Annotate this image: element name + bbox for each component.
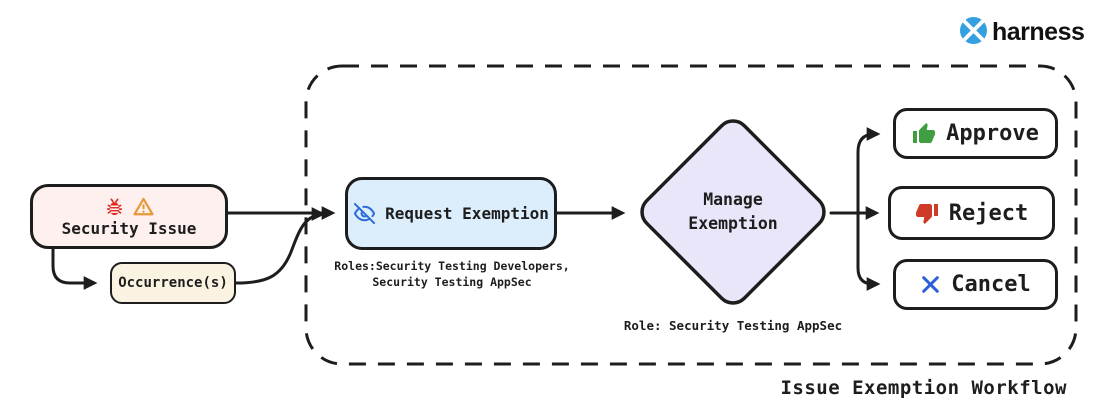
connector-security-to-occurrence [51,247,98,290]
node-cancel: Cancel [893,259,1058,310]
thumb-down-icon [915,201,939,225]
reject-label: Reject [948,200,1029,226]
connector-manage-to-approve [829,127,881,215]
request-exemption-label: Request Exemption [385,204,549,223]
cancel-label: Cancel [951,272,1031,297]
manage-exemption-role-note: Role: Security Testing AppSec [623,318,843,333]
connector-occurrence-to-request [234,208,326,285]
workflow-title: Issue Exemption Workflow [780,377,1067,399]
bug-icon [104,196,125,217]
node-approve: Approve [893,108,1058,159]
eye-off-icon [353,202,376,225]
occurrence-label: Occurrence(s) [118,275,228,291]
harness-logo-icon [958,15,989,50]
security-issue-label: Security Issue [61,218,197,238]
manage-exemption-diamond [640,119,826,305]
workflow-boundary [304,64,1078,366]
x-icon [920,274,941,295]
node-request-exemption: Request Exemption [345,177,557,250]
harness-wordmark: harness [992,18,1085,46]
node-reject: Reject [888,186,1055,240]
node-occurrence: Occurrence(s) [110,262,236,304]
harness-brand: harness [958,15,1085,50]
approve-label: Approve [946,121,1039,146]
warning-icon [133,196,154,217]
thumb-up-icon [912,122,936,146]
manage-exemption-label: Manage Exemption [688,190,778,233]
request-exemption-roles-note: Roles:Security Testing Developers, Secur… [334,259,570,290]
node-security-issue: Security Issue [30,184,228,249]
connector-manage-to-cancel [856,211,881,291]
